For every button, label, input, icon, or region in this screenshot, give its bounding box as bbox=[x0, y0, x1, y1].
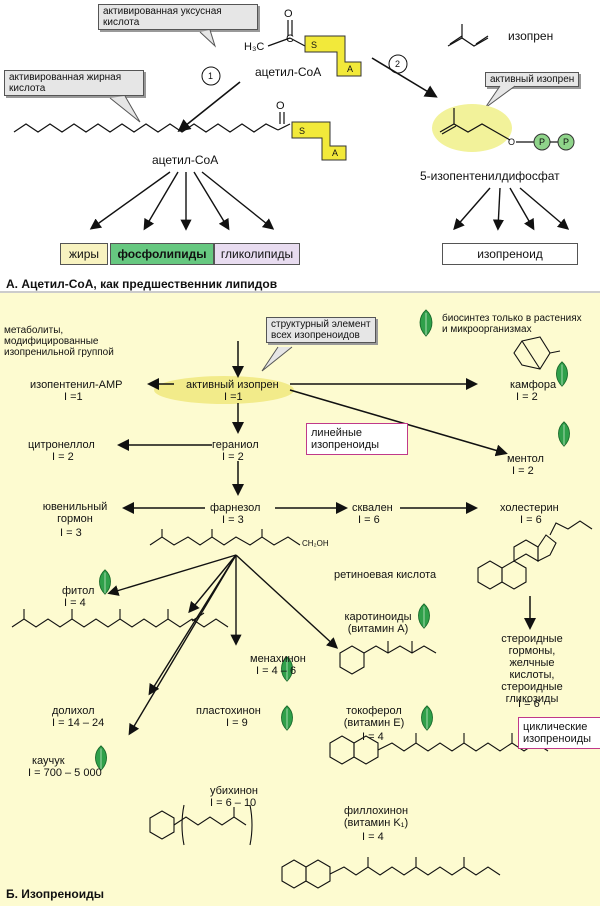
active-isoprene-label: активный изопрен bbox=[186, 379, 279, 391]
phosphate-1-label: P bbox=[539, 137, 546, 147]
citronellol-i: I = 2 bbox=[52, 451, 74, 463]
ipamp-label: изопентенил-AMP bbox=[30, 379, 123, 391]
panel-a-caption: А. Ацетил-CoA, как предшественник липидо… bbox=[6, 277, 278, 291]
plastoquinone-label: пластохинон bbox=[196, 705, 261, 717]
fatty-a-label: A bbox=[332, 148, 339, 158]
phospholipids-box: фосфолипиды bbox=[110, 243, 214, 265]
fats-box: жиры bbox=[60, 243, 108, 265]
rubber-label: каучук bbox=[32, 755, 65, 767]
juvenile-i: I = 3 bbox=[60, 527, 82, 539]
ipp-label: 5-изопентенилдифосфат bbox=[420, 169, 560, 183]
leaf-icon bbox=[281, 705, 293, 731]
step-1-label: 1 bbox=[208, 71, 214, 81]
acetylcoa-top-label: ацетил-CoA bbox=[255, 65, 322, 79]
plastoquinone-i: I = 9 bbox=[226, 717, 248, 729]
fatty-s-label: S bbox=[299, 126, 306, 136]
camphor-structure bbox=[513, 336, 561, 370]
active-isoprene-i: I =1 bbox=[224, 391, 243, 403]
cholesterol-label: холестерин bbox=[500, 502, 559, 514]
ubiquinone-structure bbox=[149, 804, 253, 846]
acetyl-carbonyl-o: O bbox=[284, 8, 293, 20]
menaquinone-label: менахинон bbox=[250, 653, 306, 665]
linear-isoprenoids-box: линейные изопреноиды bbox=[306, 423, 408, 455]
glycolipids-box: гликолипиды bbox=[214, 243, 300, 265]
metabolites-label: метаболиты, модифицированные изопренильн… bbox=[4, 325, 114, 358]
acetyl-a-label: A bbox=[347, 64, 354, 74]
phylloquinone-label: филлохинон (витамин K₁) bbox=[343, 805, 409, 829]
callout-activated-acetic-acid: активированная уксусная кислота bbox=[98, 4, 258, 30]
ubiquinone-i: I = 6 – 10 bbox=[210, 797, 257, 809]
cyclic-isoprenoids-box: циклические изопреноиды bbox=[518, 717, 600, 749]
juvenile-label: ювенильный гормон bbox=[42, 501, 108, 525]
geraniol-i: I = 2 bbox=[222, 451, 244, 463]
acetyl-c: C bbox=[286, 33, 294, 45]
phylloquinone-structure bbox=[281, 857, 501, 889]
farnesol-ch2oh: CH₂OH bbox=[302, 539, 329, 548]
phytol-label: фитол bbox=[62, 585, 95, 597]
callout-active-isoprene: активный изопрен bbox=[485, 72, 580, 87]
panel-b: метаболиты, модифицированные изопренильн… bbox=[0, 293, 600, 906]
phytol-structure bbox=[11, 609, 229, 628]
farnesol-label: фарнезол bbox=[210, 502, 261, 514]
dolichol-label: долихол bbox=[52, 705, 95, 717]
callout-activated-fatty-acid: активированная жирная кислота bbox=[4, 70, 144, 96]
leaf-icon bbox=[558, 421, 570, 447]
cholesterol-i: I = 6 bbox=[520, 514, 542, 526]
fatty-carbonyl-o: O bbox=[276, 100, 285, 112]
acetylcoa-mid-label: ацетил-CoA bbox=[152, 153, 219, 167]
leaf-icon bbox=[418, 603, 430, 629]
squalene-i: I = 6 bbox=[358, 514, 380, 526]
callout-structural-element: структурный элемент всех изопреноидов bbox=[266, 317, 376, 343]
biosynthesis-label: биосинтез только в растениях и микроорга… bbox=[442, 313, 582, 335]
carotenoid-structure bbox=[339, 641, 437, 675]
leaf-icon bbox=[99, 569, 111, 595]
cholesterol-structure bbox=[477, 520, 593, 590]
phosphate-2-label: P bbox=[563, 137, 570, 147]
menthol-i: I = 2 bbox=[512, 465, 534, 477]
farnesol-i: I = 3 bbox=[222, 514, 244, 526]
carotenoids-label: каротиноиды (витамин А) bbox=[344, 611, 412, 635]
geraniol-label: гераниол bbox=[212, 439, 259, 451]
ipp-o-label: O bbox=[508, 137, 516, 147]
tocopherol-label: токоферол (витамин Е) bbox=[343, 705, 405, 729]
active-isoprene-structure bbox=[432, 104, 575, 152]
phylloquinone-i: I = 4 bbox=[362, 831, 384, 843]
citronellol-label: цитронеллол bbox=[28, 439, 95, 451]
squalene-label: сквален bbox=[352, 502, 393, 514]
steroids-i: I = 6 bbox=[518, 698, 540, 710]
camphor-i: I = 2 bbox=[516, 391, 538, 403]
ipamp-i: I =1 bbox=[64, 391, 83, 403]
steroids-label: стероидные гормоны, желчные кислоты, сте… bbox=[501, 633, 563, 705]
farnesol-structure bbox=[149, 529, 301, 546]
menthol-label: ментол bbox=[507, 453, 544, 465]
tocopherol-structure bbox=[329, 733, 549, 765]
leaf-icon bbox=[419, 309, 433, 337]
isoprene-structure bbox=[447, 24, 489, 47]
acetyl-coa-structure bbox=[267, 20, 362, 77]
acetyl-s-label: S bbox=[311, 40, 318, 50]
acetyl-formula: H₃C bbox=[244, 41, 265, 53]
isoprene-label: изопрен bbox=[508, 29, 554, 43]
rubber-i: I = 700 – 5 000 bbox=[28, 767, 102, 779]
step-2-label: 2 bbox=[395, 59, 401, 69]
leaf-icon bbox=[421, 705, 433, 731]
menaquinone-i: I = 4 – 6 bbox=[256, 665, 297, 677]
fatty-acyl-structure bbox=[13, 112, 347, 161]
leaf-icon bbox=[556, 361, 568, 387]
panel-b-caption: Б. Изопреноиды bbox=[6, 887, 104, 901]
tocopherol-i: I = 4 bbox=[362, 731, 384, 743]
isoprenoid-box: изопреноид bbox=[442, 243, 578, 265]
phytol-i: I = 4 bbox=[64, 597, 86, 609]
dolichol-i: I = 14 – 24 bbox=[52, 717, 105, 729]
panel-b-graphics bbox=[11, 309, 593, 889]
retinoic-label: ретиноевая кислота bbox=[334, 569, 437, 581]
ubiquinone-label: убихинон bbox=[210, 785, 258, 797]
camphor-label: камфора bbox=[510, 379, 557, 391]
